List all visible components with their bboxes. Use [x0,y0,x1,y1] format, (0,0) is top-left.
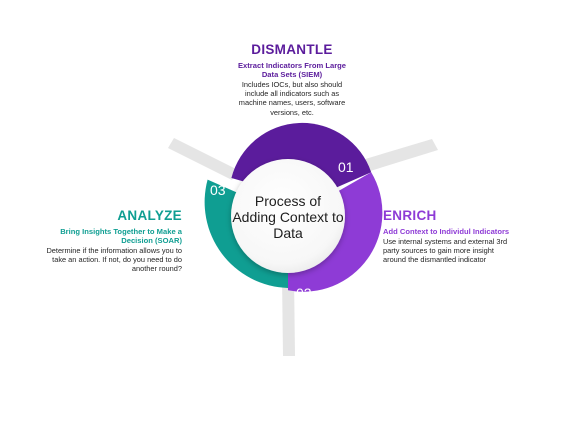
dismantle-body: Includes IOCs, but also should include a… [238,80,346,117]
dismantle-block: DISMANTLE Extract Indicators From Large … [212,42,372,117]
dismantle-heading: DISMANTLE [251,42,333,57]
analyze-block: ANALYZE Bring Insights Together to Make … [22,208,182,274]
center-hub [231,159,345,273]
enrich-heading: ENRICH [383,208,437,223]
center-title: Process of Adding Context to Data [232,193,344,241]
step-number-01: 01 [338,159,354,175]
spoke-upper-left [168,138,238,180]
step-number-03: 03 [210,182,226,198]
analyze-subheading: Bring Insights Together to Make a Decisi… [60,227,182,245]
enrich-body: Use internal systems and external 3rd pa… [383,237,508,265]
step-number-02: 02 [296,285,312,301]
analyze-heading: ANALYZE [117,208,182,223]
analyze-body: Determine if the information allows you … [46,246,182,274]
enrich-subheading: Add Context to Individul Indicators [383,227,510,236]
spoke-bottom [282,276,295,356]
enrich-block: ENRICH Add Context to Individul Indicato… [383,208,543,265]
spoke-upper-right [362,139,438,172]
dismantle-subheading: Extract Indicators From Large Data Sets … [237,61,347,79]
